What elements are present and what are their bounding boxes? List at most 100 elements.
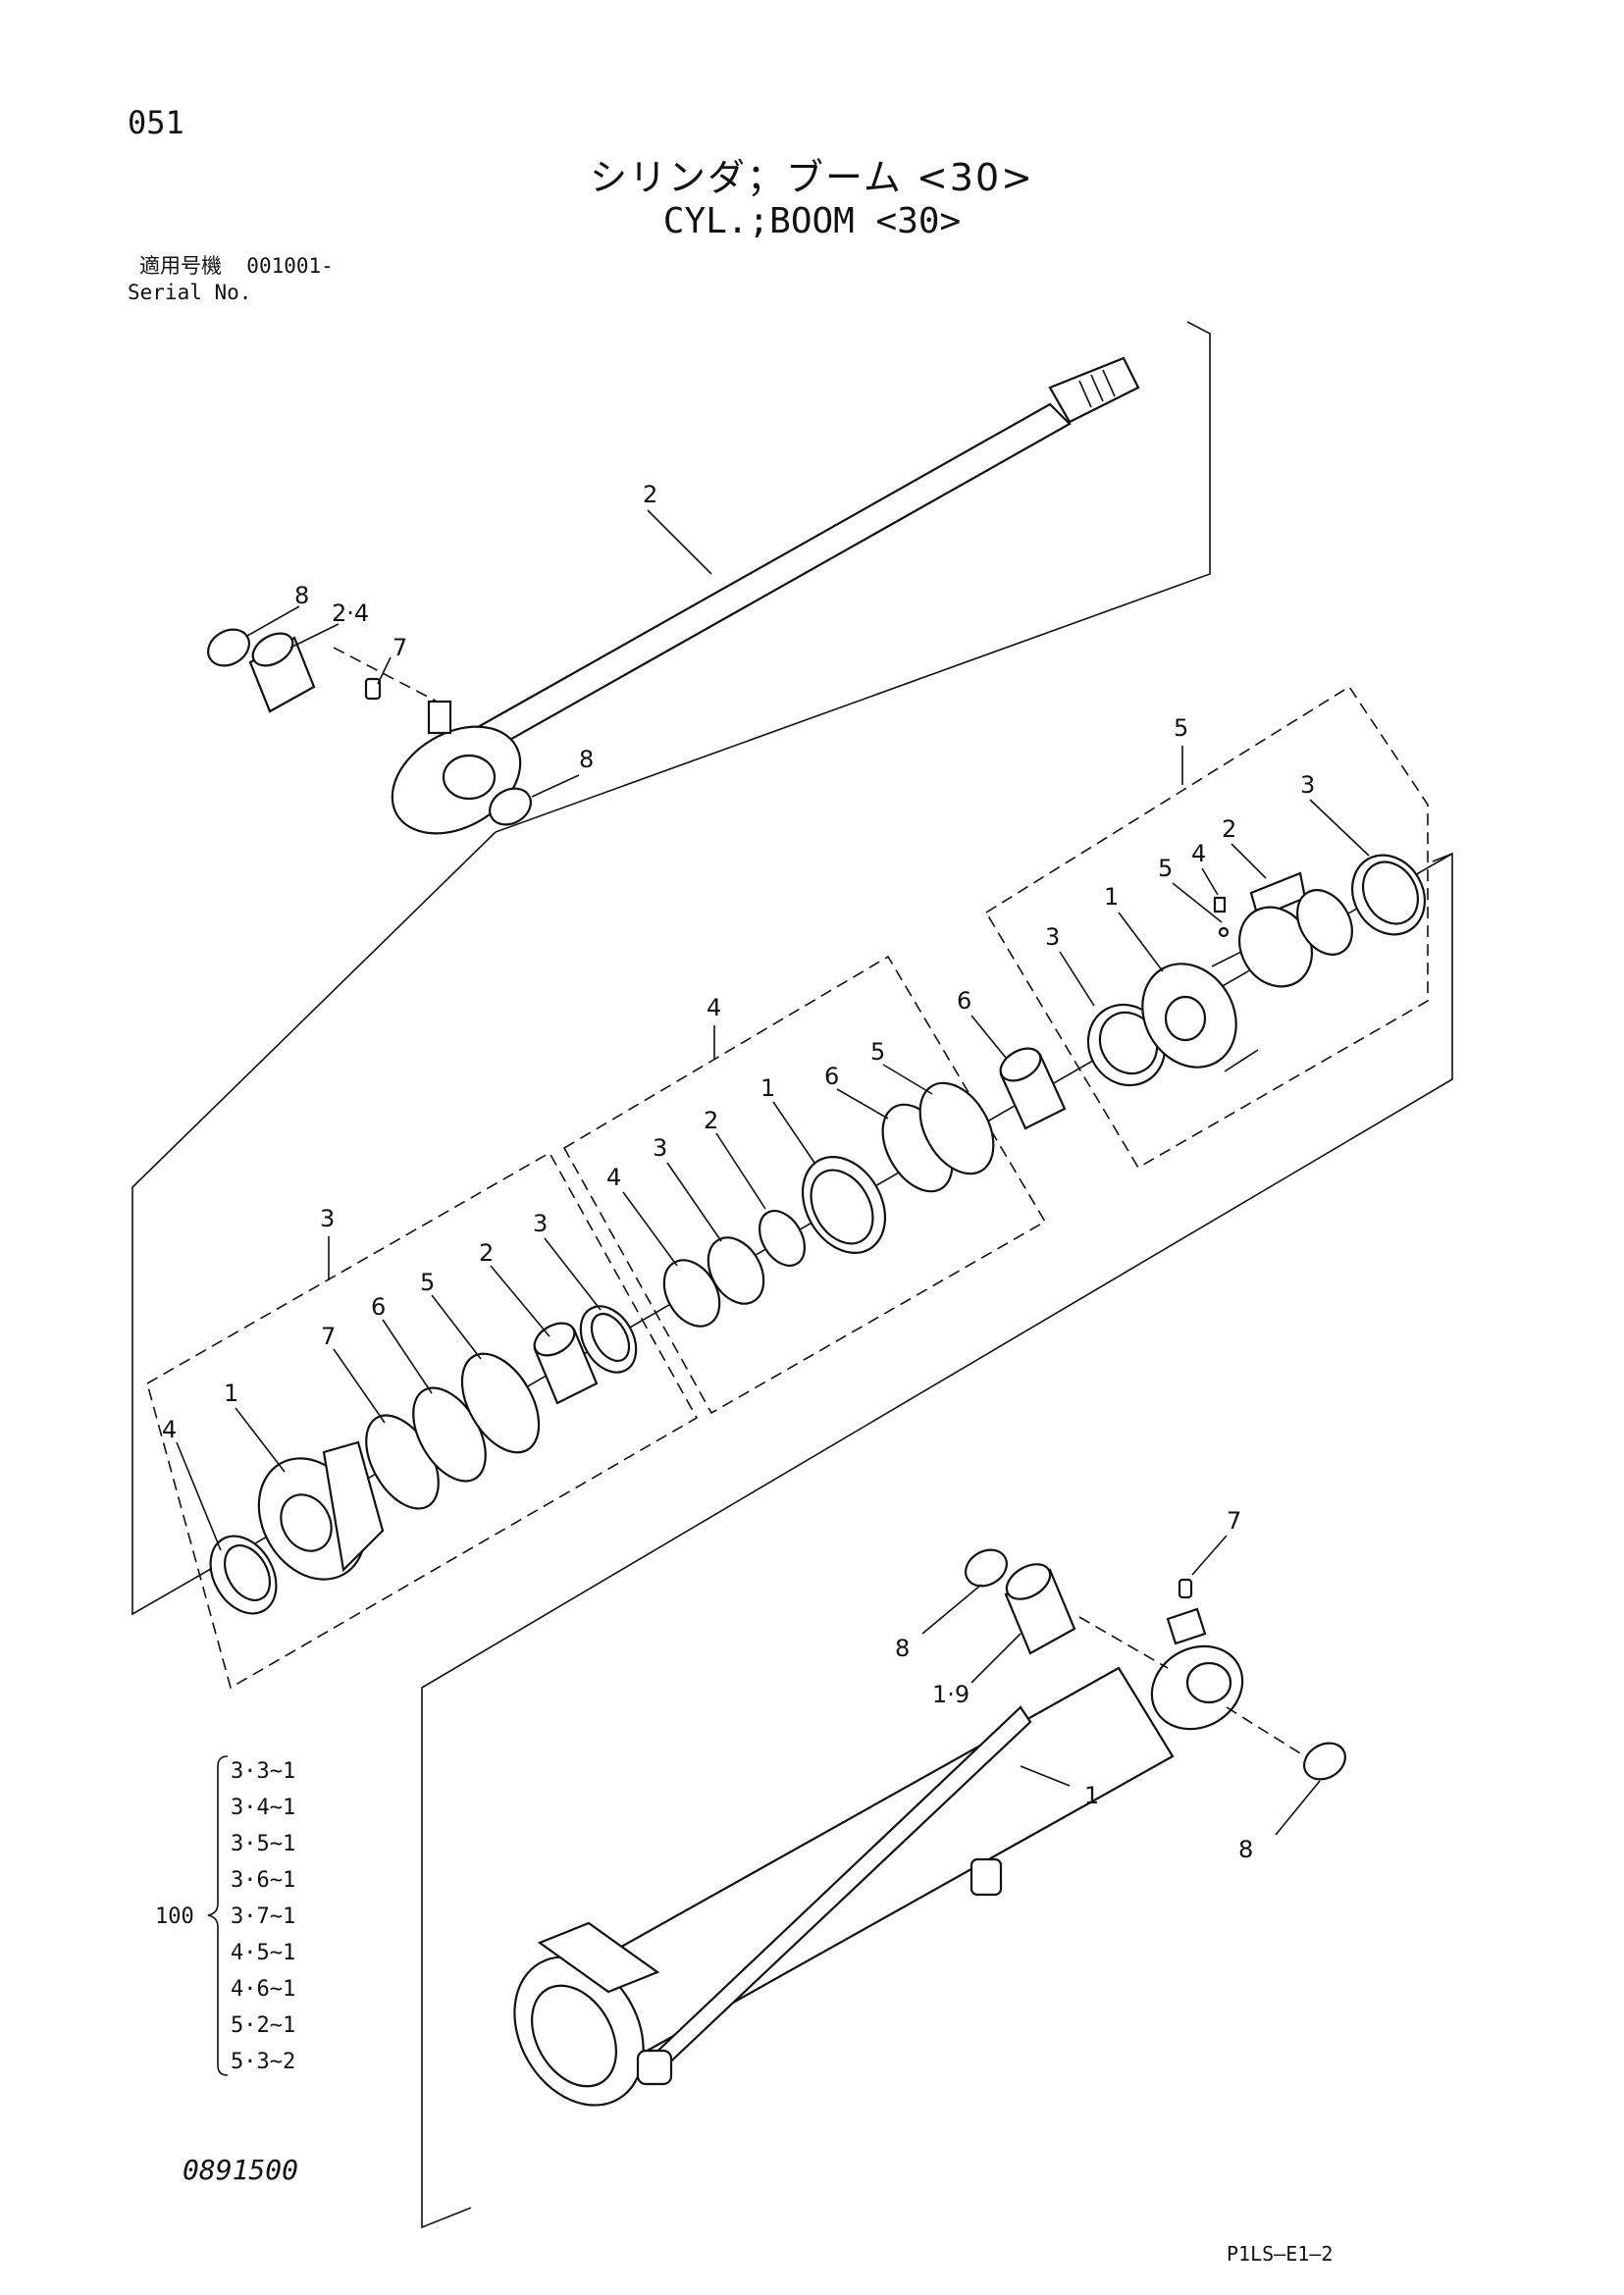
title-japanese: シリンダ；ブーム <30>	[590, 156, 1034, 199]
rod-thread-end	[1048, 356, 1140, 424]
label-rod-assembly: 2	[643, 481, 657, 508]
cushion-sleeve: 6	[957, 987, 1067, 1130]
gland-body-thread	[322, 1440, 385, 1573]
tube-bushing-end	[1005, 1563, 1052, 1600]
gland-wiper-leader	[176, 1441, 222, 1551]
seal-kit-item: 5·3~2	[231, 2050, 295, 2074]
label-piston-steel-ball: 5	[1158, 855, 1173, 882]
seal-kit-box	[562, 955, 1047, 1415]
serial-label-jp: 適用号機	[139, 254, 222, 278]
tube-grease-nipple-leader	[1191, 1535, 1228, 1576]
rod-shaft	[469, 402, 1072, 753]
tube-grease-boss	[1166, 1607, 1207, 1645]
piston-steel-ball-leader	[1172, 882, 1223, 923]
seal-kit-ring-3-icon	[707, 1236, 765, 1305]
label-seal-kit-ring-2: 2	[704, 1107, 718, 1134]
label-piston-wear-ring-left: 3	[1045, 923, 1060, 951]
label-seal-kit-ring-4: 4	[606, 1164, 621, 1191]
label-tube-snap-ring-right: 8	[1238, 1836, 1253, 1863]
rod-bushing-leader	[289, 623, 340, 649]
title-english: CYL.;BOOM <30>	[662, 201, 962, 241]
label-piston-seal: 2	[1222, 815, 1236, 843]
tube-bushing-leader	[970, 1633, 1022, 1684]
rod-bushing-end	[251, 632, 294, 667]
tube-leader	[1020, 1765, 1071, 1787]
serial-info: 適用号機 001001- Serial No.	[128, 253, 334, 306]
piston-group-box	[984, 685, 1429, 1170]
rod-leader	[647, 509, 712, 575]
label-seal-kit-ring-3: 3	[653, 1134, 667, 1162]
label-piston-wear-ring-right: 3	[1300, 771, 1315, 799]
tube-snap-ring-right-leader	[1275, 1780, 1321, 1836]
gland-oring-7-leader	[333, 1348, 386, 1424]
serial-value: 001001-	[246, 254, 334, 278]
label-seal-kit-ring-6: 6	[824, 1063, 839, 1090]
label-gland-oring-7: 7	[321, 1323, 336, 1350]
gland-group-box	[146, 1151, 699, 1690]
label-rod-bushing: 2·4	[332, 600, 369, 627]
label-rod-snap-ring-right: 8	[579, 746, 594, 773]
label-tube-snap-ring-left: 8	[895, 1635, 910, 1662]
tube-grease-nipple-icon	[1178, 1578, 1193, 1599]
piston-seal-inner-icon	[1296, 889, 1353, 956]
gland-body-bore	[280, 1493, 333, 1552]
rod-thread-line	[1102, 369, 1116, 397]
rod-grease-nipple-icon	[364, 677, 382, 701]
piston-steel-ball-icon	[1218, 926, 1230, 938]
piston-set-screw-leader	[1201, 867, 1219, 896]
seal-kit-ring-5-leader	[882, 1064, 933, 1095]
seal-kit-ring-1-inner	[810, 1169, 874, 1245]
seal-kit-ring-5-icon	[918, 1081, 995, 1175]
seal-kit-ring-3-leader	[666, 1162, 722, 1242]
rod-snap-ring-left-icon	[207, 628, 250, 667]
gland-body-leader	[235, 1407, 286, 1473]
label-rod-snap-ring-left: 8	[294, 582, 309, 609]
gland-backup-6-leader	[382, 1319, 433, 1394]
rod-axis-line	[333, 647, 447, 707]
seal-kit-item: 5·2~1	[231, 2013, 295, 2038]
rod-grease-nipple-leader	[377, 656, 392, 685]
gland-group: 3 4 1 7 6 5 2 3	[146, 1151, 699, 1690]
piston-wear-ring-right-inner	[1361, 861, 1420, 925]
piston-body-bore	[1164, 995, 1207, 1042]
tube-pipe-fitting	[969, 1857, 1003, 1897]
seal-kit-ring-1-leader	[772, 1101, 815, 1164]
tube-head-bore	[531, 1984, 617, 2088]
label-tube-assembly: 1	[1084, 1782, 1099, 1809]
rod-grease-boss	[427, 700, 452, 735]
seal-kit-list: 100 3·3~13·4~13·5~13·6~13·7~14·5~14·6~15…	[155, 1755, 295, 2076]
rod-eye-bore	[442, 754, 497, 801]
label-piston-body: 1	[1104, 883, 1119, 911]
serial-label-en: Serial No.	[128, 281, 252, 304]
page-reference: P1LS–E1–2	[1227, 2242, 1334, 2266]
label-piston-set-screw: 4	[1191, 840, 1206, 867]
gland-bushing-leader	[490, 1265, 550, 1337]
seal-kit-brace	[207, 1755, 229, 2076]
tube-base-bore	[1185, 1661, 1232, 1704]
label-gland-body: 1	[224, 1380, 238, 1407]
piston-group: 5 3 1 5 4 2 3	[984, 685, 1429, 1170]
gland-wiper-inner	[223, 1544, 272, 1601]
gland-oring-5-icon	[460, 1352, 541, 1454]
tube-name-plate	[537, 1921, 660, 1994]
label-tube-bushing: 1·9	[932, 1681, 969, 1708]
seal-kit-items: 3·3~13·4~13·5~13·6~13·7~14·5~14·6~15·2~1…	[231, 1759, 295, 2074]
seal-kit-item: 3·3~1	[231, 1759, 295, 1784]
label-gland-backup-6: 6	[371, 1293, 386, 1321]
tube-pipe-elbow	[636, 2049, 673, 2086]
cushion-sleeve-leader	[970, 1015, 1007, 1059]
gland-oring-5-leader	[431, 1294, 482, 1360]
rod-outline-frame	[495, 321, 1211, 833]
rod-assembly: 2 8 2·4 7 8	[207, 321, 1211, 835]
label-cushion-sleeve: 6	[957, 987, 971, 1015]
seal-kit-ring-6-leader	[836, 1088, 889, 1120]
cushion-sleeve-end	[999, 1047, 1042, 1082]
tube-assembly: 1 8 1·9 7 8	[513, 1507, 1346, 2107]
piston-seal-leader	[1231, 843, 1267, 879]
seal-kit-item: 3·4~1	[231, 1796, 295, 1820]
rod-snap-ring-right-icon	[489, 787, 532, 826]
seal-kit-ring-4-leader	[622, 1191, 678, 1267]
label-gland-group: 3	[320, 1205, 335, 1232]
label-gland-dust-seal: 3	[533, 1210, 548, 1237]
